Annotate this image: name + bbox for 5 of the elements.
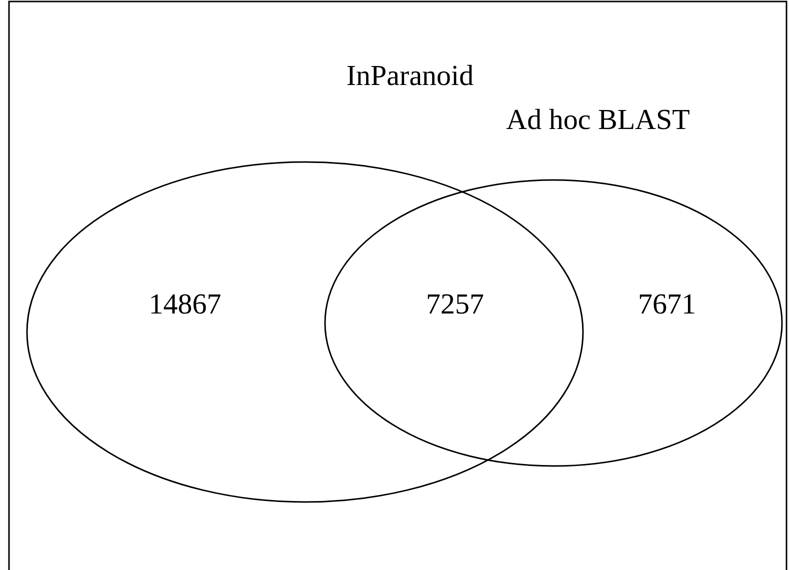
- region-count: 7257: [426, 290, 484, 320]
- region-count: 7671: [638, 290, 696, 320]
- set-label: InParanoid: [346, 62, 474, 91]
- region-count: 14867: [148, 290, 222, 320]
- set-label: Ad hoc BLAST: [506, 106, 690, 135]
